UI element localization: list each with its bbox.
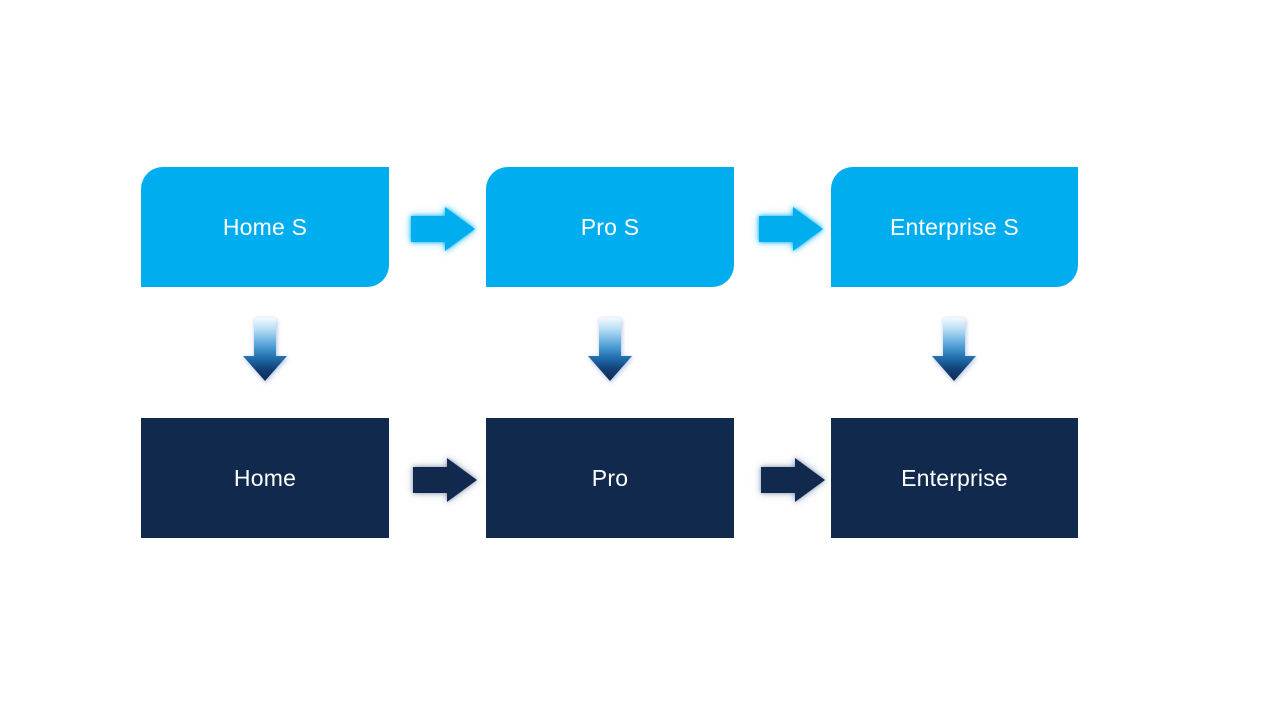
node-enterprise: Enterprise [831,418,1078,538]
node-pro-s: Pro S [486,167,734,287]
node-pro: Pro [486,418,734,538]
arrow-pro-s-to-pro-icon [588,318,632,381]
arrow-home-s-to-pro-s-icon [411,207,475,251]
node-enterprise-s-label: Enterprise S [890,213,1019,240]
node-enterprise-label: Enterprise [901,464,1008,491]
node-home: Home [141,418,389,538]
arrow-enterprise-s-to-enterprise-icon [932,318,976,381]
arrow-pro-to-enterprise-icon [761,458,825,502]
node-pro-label: Pro [591,464,629,491]
node-home-s: Home S [141,167,389,287]
arrow-pro-s-to-enterprise-s-icon [759,207,823,251]
node-home-s-label: Home S [222,213,308,240]
arrow-home-s-to-home-icon [243,318,287,381]
node-home-label: Home [233,464,297,491]
arrow-home-to-pro-icon [413,458,477,502]
node-enterprise-s: Enterprise S [831,167,1078,287]
node-pro-s-label: Pro S [580,213,640,240]
